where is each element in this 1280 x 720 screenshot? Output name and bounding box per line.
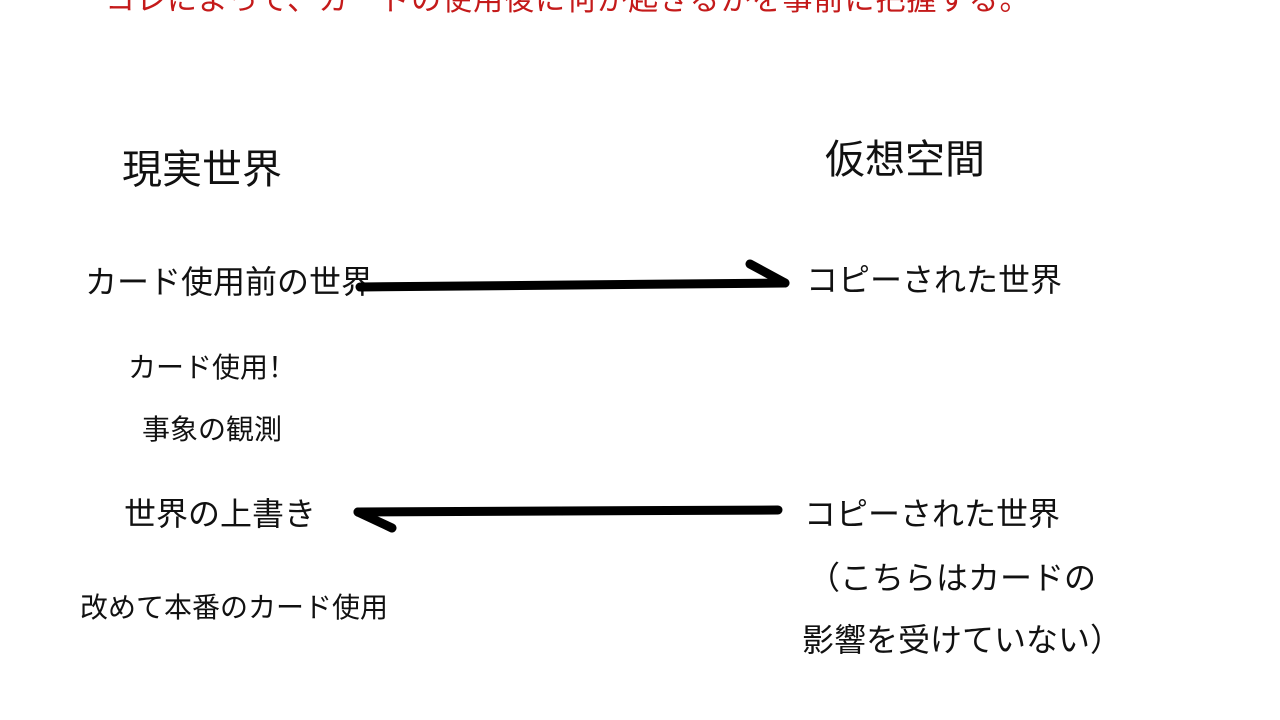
arrow-left xyxy=(353,505,783,533)
arrow-right xyxy=(355,259,790,292)
label-copy-world-2: コピーされた世界 xyxy=(804,495,1061,533)
heading-real-world: 現実世界 xyxy=(122,147,282,193)
label-note-2: 影響を受けていない） xyxy=(802,621,1123,659)
label-note-1: （こちらはカードの xyxy=(808,559,1097,597)
label-copy-world-1: コピーされた世界 xyxy=(806,261,1063,299)
label-overwrite: 世界の上書き xyxy=(124,495,317,533)
caption: コレによって、カードの使用後に何が起きるかを事前に把握する。 xyxy=(105,0,1031,18)
label-observe: 事象の観測 xyxy=(142,413,283,446)
label-before-card: カード使用前の世界 xyxy=(85,263,374,301)
label-card-use: カード使用！ xyxy=(128,351,297,384)
heading-virtual-space: 仮想空間 xyxy=(825,137,985,183)
label-real-use: 改めて本番のカード使用 xyxy=(80,591,389,624)
